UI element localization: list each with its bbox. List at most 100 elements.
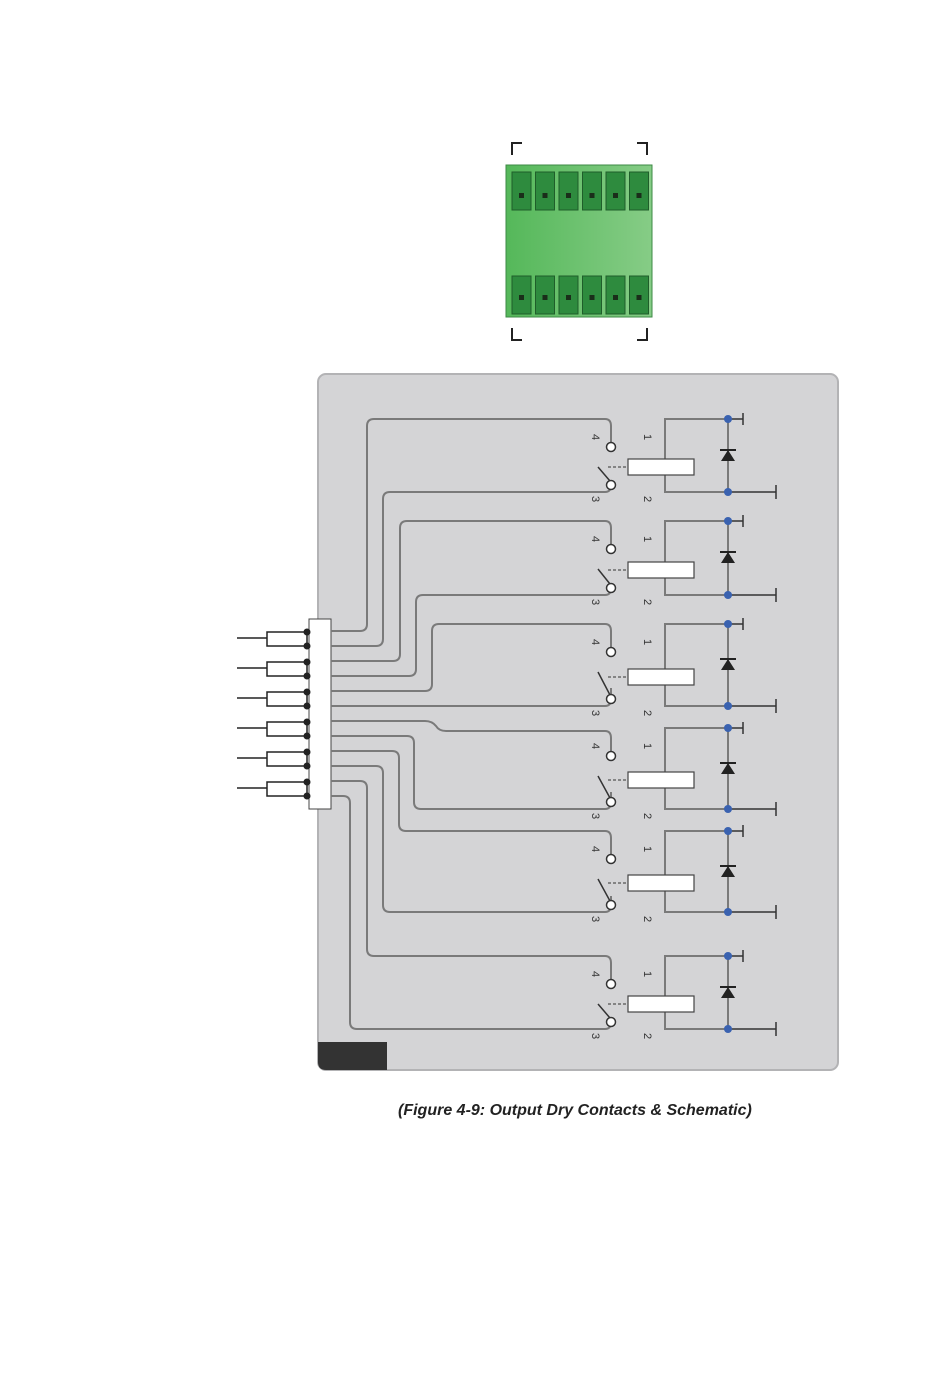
junction-node	[724, 620, 732, 628]
junction-node	[724, 827, 732, 835]
pin-label: 1	[641, 846, 653, 852]
pin-label: 3	[589, 710, 601, 716]
input-loop	[267, 662, 307, 676]
input-loop	[267, 782, 307, 796]
junction-node	[724, 702, 732, 710]
connector-pin-hole	[519, 295, 524, 300]
input-node	[304, 629, 311, 636]
input-pair	[237, 749, 311, 770]
connector-pin-hole	[637, 193, 642, 198]
relay-coil	[628, 875, 694, 891]
input-pair	[237, 629, 311, 650]
connector-pin-hole	[613, 295, 618, 300]
connector-pin	[512, 172, 531, 210]
input-pair	[237, 779, 311, 800]
relay-coil	[628, 669, 694, 685]
contact-terminal	[607, 980, 616, 989]
pin-label: 1	[641, 536, 653, 542]
input-pair	[237, 689, 311, 710]
pin-label: 2	[641, 916, 653, 922]
input-loop	[267, 632, 307, 646]
connector-pin-hole	[566, 193, 571, 198]
input-pair	[237, 719, 311, 740]
contact-terminal	[607, 798, 616, 807]
connector-pin-hole	[543, 193, 548, 198]
pin-label: 4	[589, 743, 601, 749]
contact-terminal	[607, 481, 616, 490]
contact-terminal	[607, 901, 616, 910]
input-node	[304, 673, 311, 680]
junction-node	[724, 517, 732, 525]
terminal-block-connector	[506, 165, 652, 317]
connector-pin	[630, 172, 649, 210]
input-node	[304, 763, 311, 770]
input-node	[304, 703, 311, 710]
panel-tab	[318, 1042, 387, 1070]
connector-pin-hole	[590, 193, 595, 198]
input-node	[304, 779, 311, 786]
junction-node	[724, 591, 732, 599]
pin-label: 4	[589, 434, 601, 440]
connector-pin-hole	[637, 295, 642, 300]
contact-terminal	[607, 545, 616, 554]
input-pair	[237, 659, 311, 680]
pin-label: 2	[641, 1033, 653, 1039]
relay-coil	[628, 996, 694, 1012]
contact-terminal	[607, 584, 616, 593]
pin-label: 1	[641, 971, 653, 977]
input-loop	[267, 692, 307, 706]
input-node	[304, 719, 311, 726]
pin-label: 2	[641, 710, 653, 716]
contact-terminal	[607, 443, 616, 452]
pin-label: 4	[589, 639, 601, 645]
input-terminal-strip	[237, 619, 331, 809]
input-node	[304, 733, 311, 740]
relay-coil	[628, 562, 694, 578]
contact-terminal	[607, 648, 616, 657]
junction-node	[724, 805, 732, 813]
pin-label: 3	[589, 599, 601, 605]
pin-label: 4	[589, 971, 601, 977]
contact-terminal	[607, 695, 616, 704]
connector-pin	[583, 172, 602, 210]
junction-node	[724, 908, 732, 916]
connector-pin-hole	[613, 193, 618, 198]
input-loop	[267, 722, 307, 736]
connector-pin	[606, 172, 625, 210]
figure-caption: (Figure 4-9: Output Dry Contacts & Schem…	[398, 1102, 798, 1120]
pin-label: 1	[641, 434, 653, 440]
relay-coil	[628, 459, 694, 475]
pin-label: 2	[641, 813, 653, 819]
pin-label: 4	[589, 846, 601, 852]
pin-label: 1	[641, 639, 653, 645]
connector-pin-hole	[590, 295, 595, 300]
contact-terminal	[607, 1018, 616, 1027]
pin-label: 2	[641, 496, 653, 502]
contact-terminal	[607, 752, 616, 761]
input-loop	[267, 752, 307, 766]
pin-label: 3	[589, 1033, 601, 1039]
pin-label: 2	[641, 599, 653, 605]
connector-pin-hole	[543, 295, 548, 300]
relay-coil	[628, 772, 694, 788]
input-node	[304, 643, 311, 650]
junction-node	[724, 1025, 732, 1033]
input-node	[304, 749, 311, 756]
pin-label: 3	[589, 813, 601, 819]
input-node	[304, 659, 311, 666]
junction-node	[724, 415, 732, 423]
connector-pin	[559, 172, 578, 210]
junction-node	[724, 488, 732, 496]
pin-label: 1	[641, 743, 653, 749]
connector-pin	[536, 172, 555, 210]
contact-terminal	[607, 855, 616, 864]
junction-node	[724, 724, 732, 732]
connector-pin-hole	[519, 193, 524, 198]
connector-pin-hole	[566, 295, 571, 300]
pin-label: 4	[589, 536, 601, 542]
pin-label: 3	[589, 916, 601, 922]
pin-label: 3	[589, 496, 601, 502]
input-node	[304, 793, 311, 800]
junction-node	[724, 952, 732, 960]
